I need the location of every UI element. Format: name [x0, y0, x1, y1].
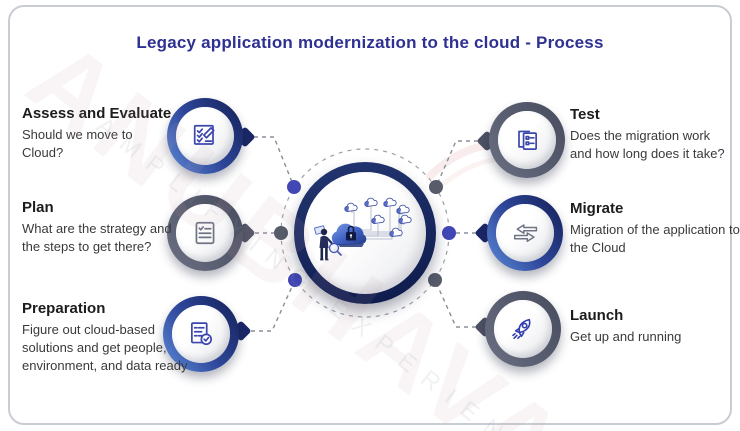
step-migrate-circle [487, 195, 563, 271]
step-assess-circle [167, 98, 243, 174]
step-title: Preparation [22, 300, 106, 317]
step-description: What are the strategy and the steps to g… [22, 221, 172, 254]
step-test-circle [489, 102, 565, 178]
step-launch-circle [485, 291, 561, 367]
step-migrate-text: Migrate Migration of the application to … [570, 199, 740, 257]
step-description: Does the migration work and how long doe… [570, 128, 725, 161]
checklist-pencil-icon [193, 124, 215, 145]
center-hub [294, 162, 436, 304]
step-plan-circle [167, 195, 243, 271]
step-plan-text: Plan What are the strategy and the steps… [22, 198, 174, 256]
step-preparation-text: Preparation Figure out cloud-based solut… [22, 299, 202, 375]
step-description: Figure out cloud-based solutions and get… [22, 322, 188, 373]
document-check-icon [191, 322, 213, 346]
cloud-migration-illustration [314, 197, 412, 261]
page-title: Legacy application modernization to the … [136, 33, 604, 52]
center-illustration-wrap [304, 172, 426, 294]
step-description: Should we move to Cloud? [22, 127, 133, 160]
step-description: Migration of the application to the Clou… [570, 222, 740, 255]
step-title: Migrate [570, 200, 624, 217]
rocket-icon [512, 318, 531, 339]
step-test-inner [498, 111, 556, 169]
step-preparation-inner [172, 305, 230, 363]
step-migrate-inner [496, 204, 554, 262]
step-launch-inner [494, 300, 552, 358]
clipboard-list-icon [195, 221, 215, 245]
step-title: Launch [570, 307, 624, 324]
step-preparation-circle [163, 296, 239, 372]
step-assess-text: Assess and Evaluate Should we move to Cl… [22, 104, 172, 162]
step-title: Assess and Evaluate [22, 105, 172, 122]
secure-cloud [331, 223, 367, 247]
step-assess-inner [176, 107, 234, 165]
documents-list-icon [518, 130, 537, 150]
step-title: Plan [22, 199, 54, 216]
step-launch-text: Launch Get up and running [570, 306, 732, 346]
step-description: Get up and running [570, 329, 682, 344]
transfer-arrows-icon [513, 224, 538, 242]
step-title: Test [570, 106, 600, 123]
step-test-text: Test Does the migration work and how lon… [570, 105, 734, 163]
step-plan-inner [176, 204, 234, 262]
